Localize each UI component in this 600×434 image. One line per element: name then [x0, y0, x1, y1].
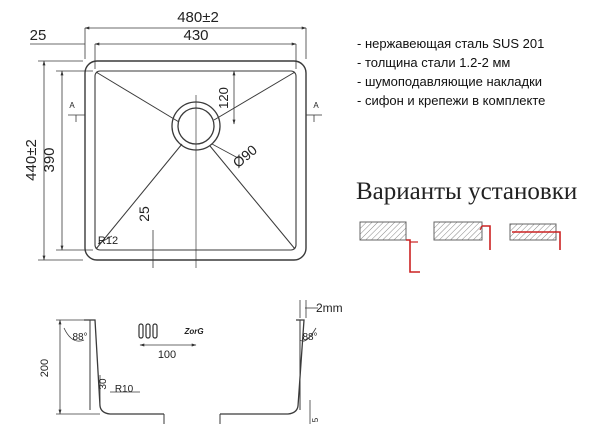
top-view [84, 60, 307, 268]
dim-angle-right: 88° [302, 332, 317, 343]
install-variant-2 [433, 221, 491, 250]
side-profile-right [220, 319, 305, 415]
dim-height-inner: 390 [41, 147, 58, 172]
install-variant-3 [509, 223, 561, 250]
sink-outer-rim [84, 60, 307, 261]
section-mark-left: A [69, 101, 75, 110]
dim-drain-offset: 120 [216, 87, 231, 109]
sink-inner-bowl [94, 70, 297, 251]
top-dimensions [30, 26, 322, 268]
dim-width-inner: 430 [183, 27, 208, 44]
dim-angle-left: 88° [72, 332, 87, 343]
section-mark-right: A [313, 101, 319, 110]
dim-rim: 25 [30, 27, 47, 44]
install-variants-title: Варианты установки [356, 178, 578, 205]
dim-thickness: 2mm [316, 301, 343, 315]
fold-line-top-right [213, 71, 296, 121]
dim-bottom-radius: R10 [115, 384, 134, 395]
dim-bottom-depth: 30 [98, 378, 109, 390]
fold-line-bottom-right [209, 145, 296, 250]
dim-bottom-offset: 25 [136, 206, 152, 222]
dim-small-step: 5 [311, 417, 320, 422]
dim-corner-radius: R12 [98, 235, 118, 247]
side-dimensions [56, 300, 318, 424]
fold-line-bottom-left [95, 143, 183, 250]
install-variant-1 [359, 221, 420, 273]
dim-depth: 200 [39, 359, 51, 377]
spec-line-thickness: - толщина стали 1.2-2 мм [357, 55, 511, 70]
dim-drain-distance: 100 [158, 349, 176, 361]
side-view [84, 319, 305, 424]
spec-line-siphon: - сифон и крепежи в комплекте [357, 93, 546, 108]
fold-line-top-left [95, 71, 180, 123]
spec-line-noise: - шумоподавляющие накладки [357, 74, 543, 89]
spec-line-material: - нержавеющая сталь SUS 201 [357, 36, 545, 51]
side-profile-left [84, 319, 164, 415]
dim-width-total: 480±2 [177, 9, 219, 26]
dim-drain-diameter: Ø90 [230, 141, 261, 170]
dim-height-total: 440±2 [23, 139, 40, 181]
overflow-holes [138, 323, 158, 339]
logo-zorg: ZorG [183, 327, 203, 336]
